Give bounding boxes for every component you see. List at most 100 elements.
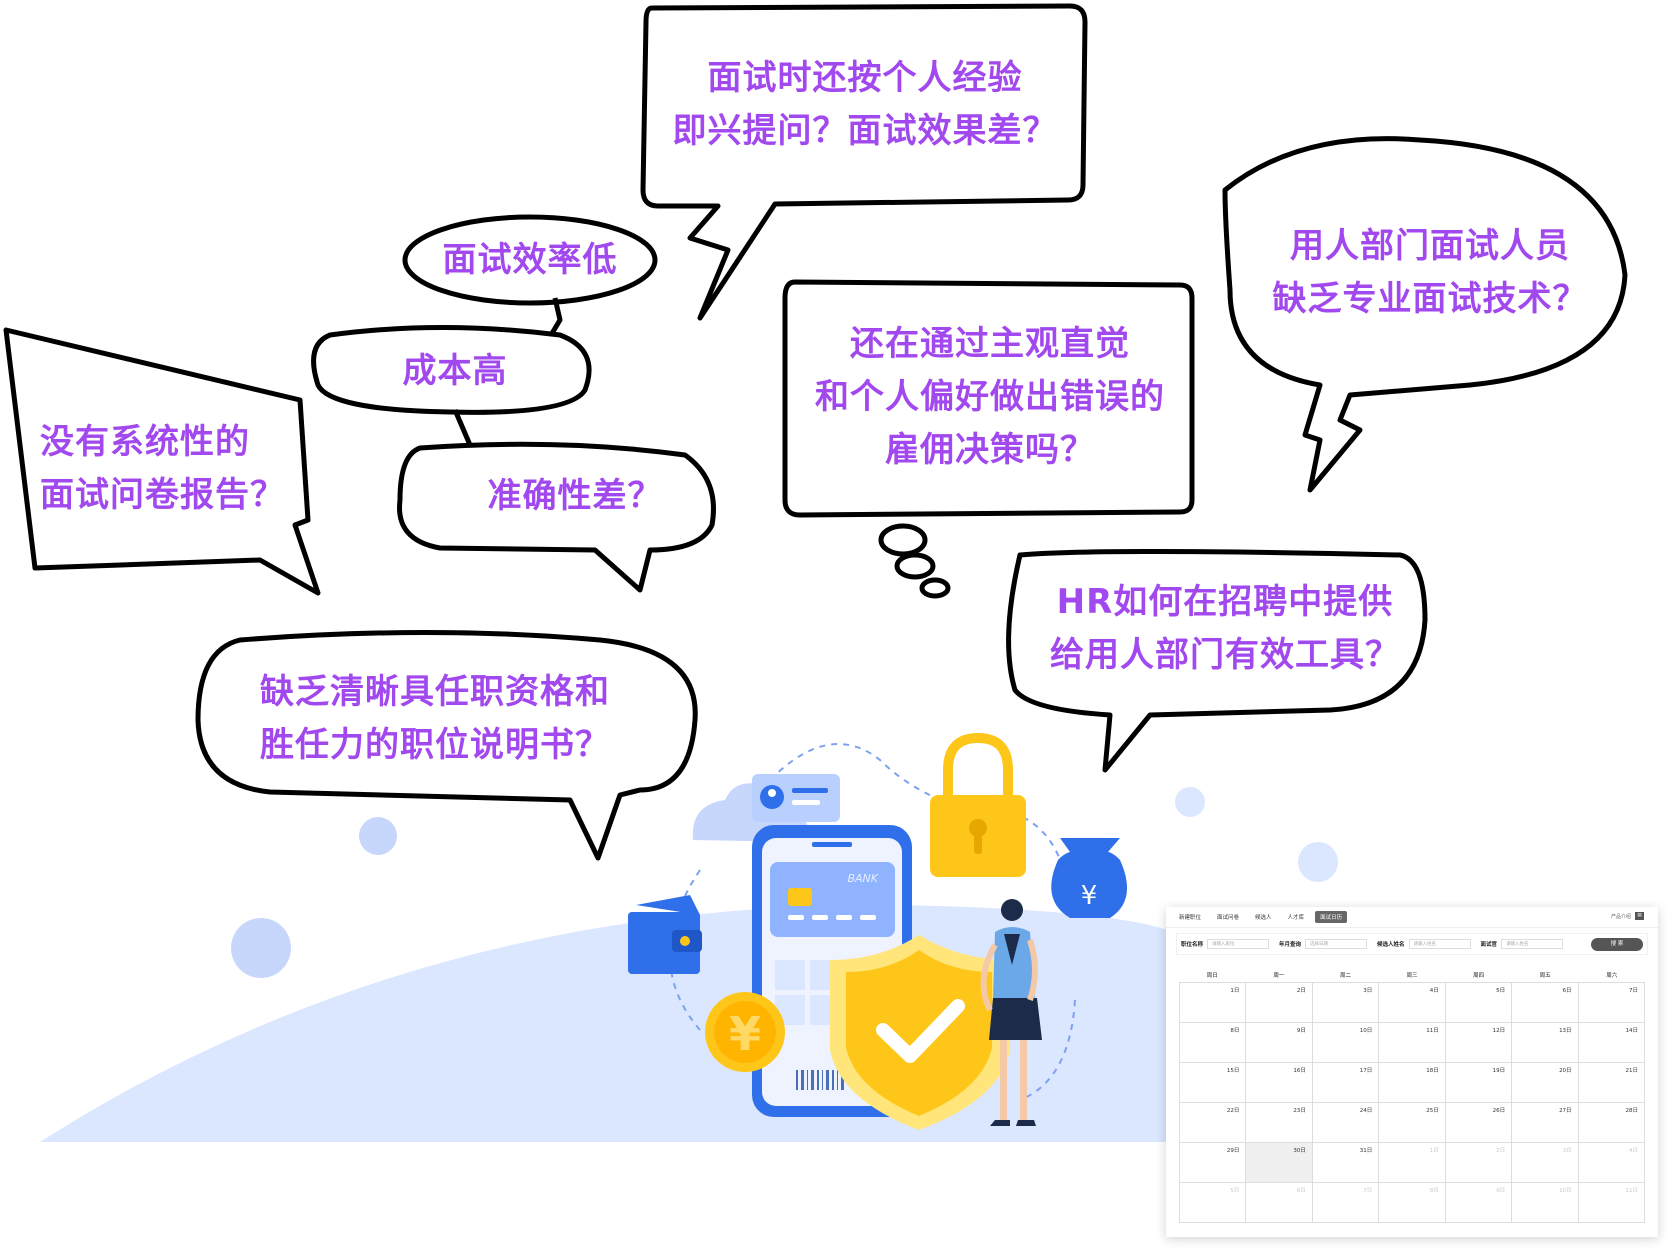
calendar-day-cell[interactable]: 9日 [1246, 1023, 1313, 1063]
bubble-line: 没有系统性的 [40, 422, 250, 462]
dashed-orbit [669, 869, 701, 1031]
position-input[interactable]: 请输入职位 [1207, 939, 1270, 949]
calendar-day-cell[interactable]: 5日 [1445, 983, 1513, 1023]
calendar-day-cell[interactable]: 4日 [1379, 983, 1446, 1023]
weekday-label: 周五 [1539, 973, 1551, 979]
filter-label: 年月查询 [1279, 942, 1302, 948]
calendar-day-cell[interactable]: 25日 [1379, 1103, 1446, 1143]
bubble-interview-experience: 面试时还按个人经验 即兴提问？面试效果差？ [660, 52, 1070, 158]
tab-candidates[interactable]: 候选人 [1255, 915, 1272, 921]
calendar-tab-bar: 新建职位 面试问卷 候选人 人才库 面试日历 [1166, 907, 1658, 928]
calendar-day-cell[interactable]: 3日 [1312, 983, 1380, 1023]
bubble-line: 还在通过主观直觉 [850, 324, 1130, 364]
calendar-day-cell[interactable]: 21日 [1578, 1063, 1645, 1103]
calendar-day-cell[interactable]: 3日 [1512, 1143, 1579, 1183]
tab-talent-pool[interactable]: 人才库 [1287, 915, 1305, 921]
menu-icon[interactable]: ▤ [1635, 912, 1644, 920]
calendar-day-cell[interactable]: 18日 [1379, 1063, 1446, 1103]
bubble-line: 面试问卷报告？ [40, 475, 285, 515]
bubble-line: 即兴提问？面试效果差？ [672, 111, 1058, 151]
calendar-day-cell[interactable]: 2日 [1445, 1143, 1513, 1183]
tab-questionnaire[interactable]: 面试问卷 [1217, 915, 1240, 921]
bubble-outline [311, 325, 592, 415]
calendar-day-cell[interactable]: 23日 [1246, 1103, 1313, 1143]
interviewer-input[interactable]: 请输入姓名 [1501, 939, 1564, 949]
candidate-name-input[interactable]: 请输入姓名 [1408, 939, 1471, 949]
calendar-day-cell[interactable]: 16日 [1246, 1063, 1313, 1103]
calendar-day-cell[interactable]: 24日 [1312, 1103, 1380, 1143]
bubble-line: 和个人偏好做出错误的 [815, 377, 1165, 417]
svg-text:¥: ¥ [729, 1007, 761, 1061]
calendar-day-cell[interactable]: 11日 [1578, 1183, 1645, 1223]
calendar-day-cell[interactable]: 10日 [1512, 1183, 1579, 1223]
calendar-day-cell[interactable]: 28日 [1578, 1103, 1645, 1143]
coin-icon: ¥ [705, 992, 785, 1072]
calendar-day-cell[interactable]: 1日 [1180, 983, 1247, 1023]
weekday-label: 周二 [1339, 973, 1351, 979]
calendar-day-cell[interactable]: 17日 [1312, 1063, 1380, 1103]
bubble-high-cost: 成本高 [380, 345, 530, 398]
calendar-day-cell[interactable]: 5日 [1180, 1183, 1247, 1223]
search-button[interactable]: 搜 索 [1591, 937, 1643, 951]
deco-circle [1175, 787, 1205, 817]
calendar-day-cell[interactable]: 7日 [1312, 1183, 1380, 1223]
calendar-day-cell[interactable]: 9日 [1445, 1183, 1513, 1223]
calendar-day-cell[interactable]: 15日 [1180, 1063, 1247, 1103]
weekday-label: 周六 [1606, 973, 1618, 979]
bubble-outline [1006, 549, 1428, 773]
bubble-low-efficiency: 面试效率低 [420, 234, 640, 287]
bubble-outline [195, 630, 698, 861]
calendar-day-cell[interactable]: 4日 [1578, 1143, 1645, 1183]
deco-circle [231, 918, 291, 978]
bubble-line: 给用人部门有效工具？ [1050, 635, 1400, 675]
bubble-job-desc: 缺乏清晰具任职资格和 胜任力的职位说明书？ [260, 666, 660, 772]
tab-interview-calendar[interactable]: 面试日历 [1315, 911, 1348, 923]
calendar-day-cell[interactable]: 14日 [1578, 1023, 1645, 1063]
weekday-label: 周三 [1406, 973, 1418, 979]
calendar-day-cell[interactable]: 29日 [1180, 1143, 1247, 1183]
calendar-day-cell[interactable]: 2日 [1246, 983, 1313, 1023]
calendar-day-cell[interactable]: 8日 [1379, 1183, 1446, 1223]
bubble-dept-skills: 用人部门面试人员 缺乏专业面试技术？ [1265, 220, 1595, 326]
calendar-day-cell[interactable]: 31日 [1312, 1143, 1380, 1183]
calendar-day-cell[interactable]: 1日 [1379, 1143, 1446, 1183]
calendar-day-cell[interactable]: 20日 [1512, 1063, 1579, 1103]
shield-check-icon [830, 935, 1010, 1130]
money-bag-icon: ¥ [1051, 838, 1128, 918]
calendar-day-cell[interactable]: 6日 [1512, 983, 1579, 1023]
product-intro-label[interactable]: 产品介绍 [1610, 913, 1631, 920]
bubble-hr-tools: HR如何在招聘中提供 给用人部门有效工具？ [1030, 576, 1420, 682]
calendar-day-cell[interactable]: 10日 [1312, 1023, 1380, 1063]
calendar-day-cell[interactable]: 8日 [1180, 1023, 1247, 1063]
interview-calendar-panel: 新建职位 面试问卷 候选人 人才库 面试日历 产品介绍 ▤ 职位名称 请输入职位… [1166, 907, 1658, 1237]
calendar-day-cell[interactable]: 13日 [1512, 1023, 1579, 1063]
filter-bar: 职位名称 请输入职位 年月查询 选择日期 候选人姓名 请输入姓名 面试官 请输入… [1176, 933, 1648, 955]
product-intro[interactable]: 产品介绍 ▤ [1611, 912, 1644, 920]
calendar-day-cell[interactable]: 30日 [1246, 1143, 1313, 1183]
calendar-day-cell[interactable]: 19日 [1445, 1063, 1513, 1103]
calendar-day-cell[interactable]: 22日 [1180, 1103, 1247, 1143]
bubble-subjective: 还在通过主观直觉 和个人偏好做出错误的 雇佣决策吗？ [795, 318, 1185, 477]
deco-circle [1298, 842, 1338, 882]
calendar-day-cell[interactable]: 11日 [1379, 1023, 1446, 1063]
date-picker[interactable]: 选择日期 [1305, 939, 1368, 949]
filter-label: 职位名称 [1181, 942, 1204, 948]
filter-label: 面试官 [1480, 942, 1498, 948]
bubble-line: 缺乏专业面试技术？ [1272, 279, 1588, 319]
person-illustration [980, 899, 1042, 1126]
tab-new-position[interactable]: 新建职位 [1179, 915, 1202, 921]
weekday-label: 周四 [1473, 973, 1485, 979]
calendar-day-cell[interactable]: 7日 [1578, 983, 1645, 1023]
bubble-outline [782, 279, 1195, 518]
filter-label: 候选人姓名 [1377, 942, 1405, 948]
bubble-no-report: 没有系统性的 面试问卷报告？ [40, 416, 300, 522]
calendar-day-cell[interactable]: 27日 [1512, 1103, 1579, 1143]
calendar-day-cell[interactable]: 12日 [1445, 1023, 1513, 1063]
calendar-day-cell[interactable]: 6日 [1246, 1183, 1313, 1223]
calendar-day-cell[interactable]: 26日 [1445, 1103, 1513, 1143]
weekday-label: 周一 [1273, 973, 1285, 979]
bubble-outline [397, 441, 716, 593]
padlock-icon [930, 732, 1026, 877]
